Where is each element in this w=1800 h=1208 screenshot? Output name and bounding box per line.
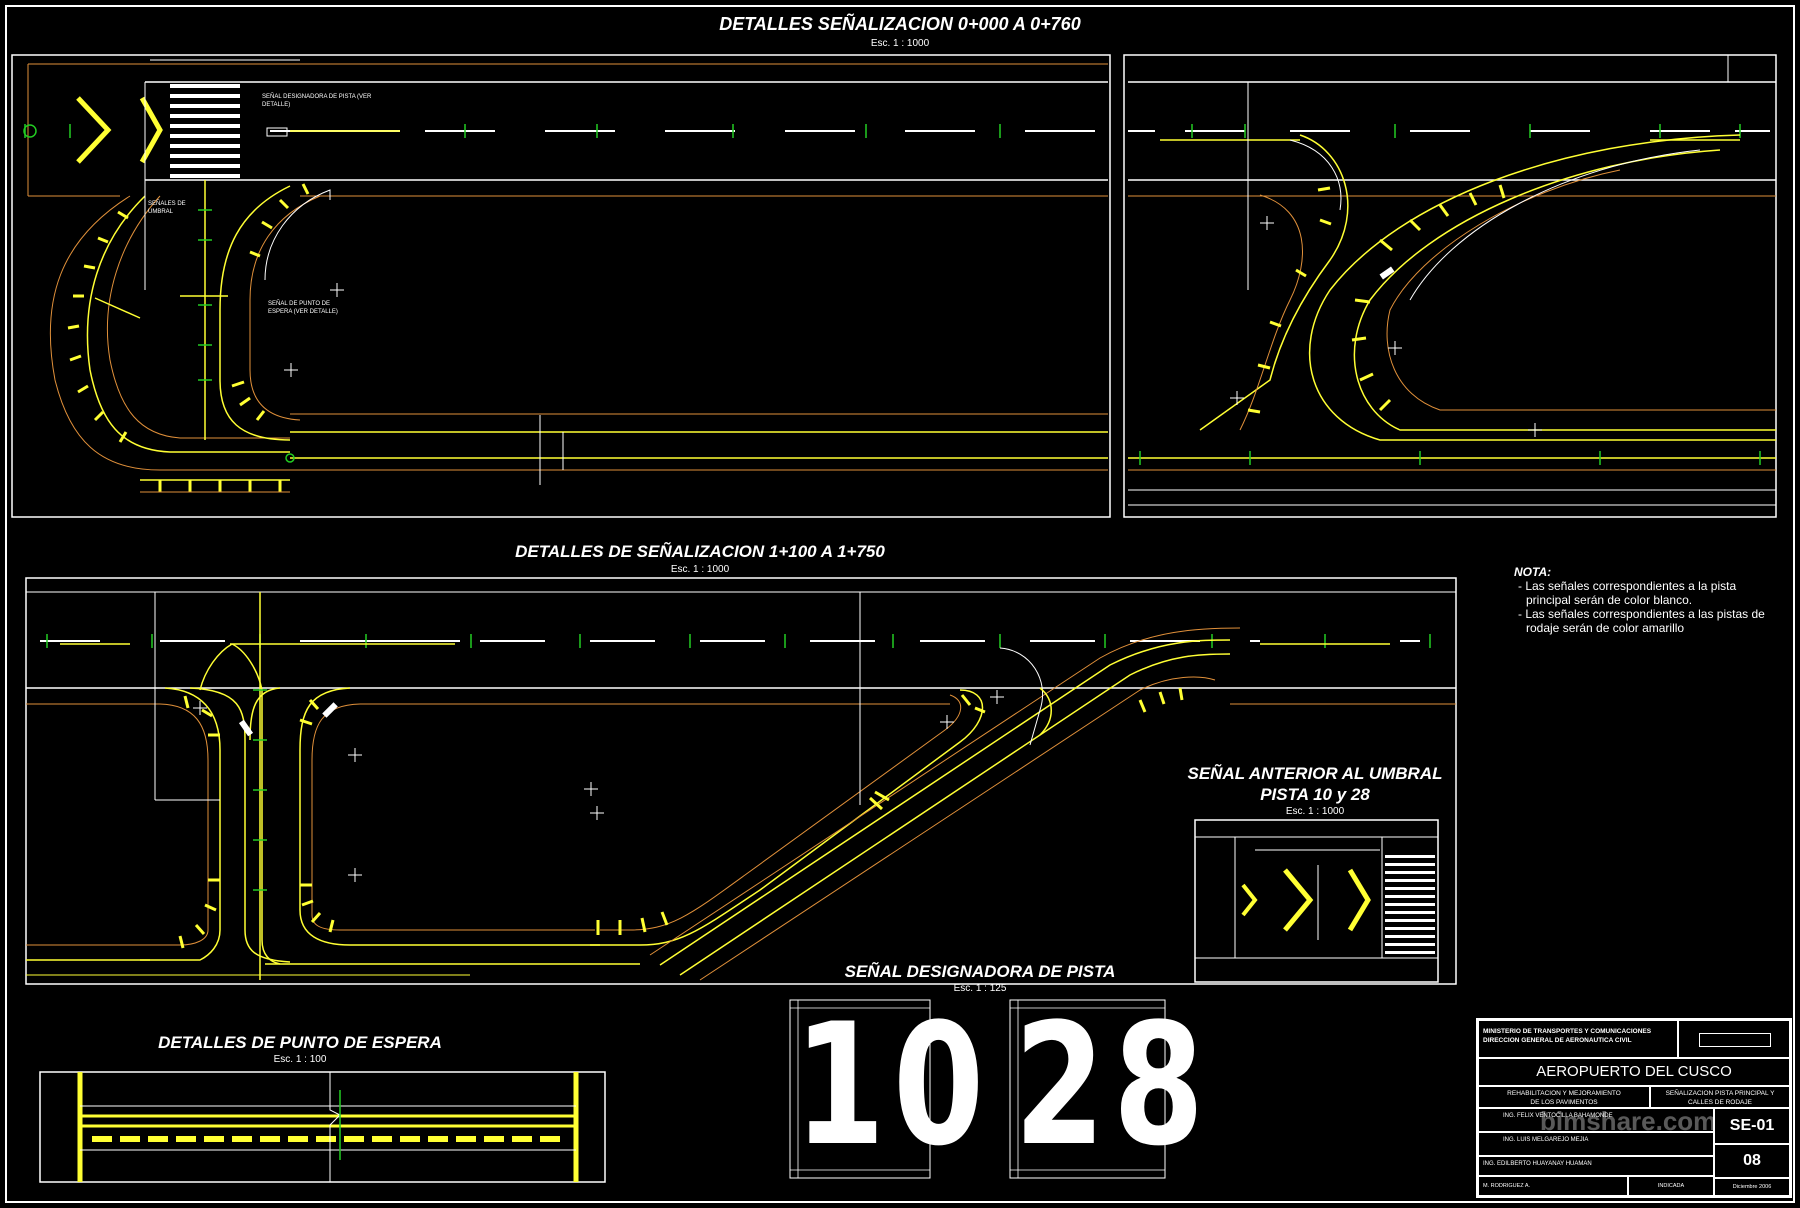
logo-cell: [1678, 1020, 1790, 1058]
drawn-by-cell: M. RODRIGUEZ A.: [1478, 1176, 1628, 1196]
threshold-detail-panel: [1194, 819, 1439, 983]
note-line-2: - Las señales correspondientes a las pis…: [1518, 607, 1765, 635]
runway-designator-28: 28: [1014, 987, 1212, 1183]
sheet-number-cell: 08: [1714, 1144, 1790, 1178]
holding-annotation: SEÑAL DE PUNTO DE ESPERA (VER DETALLE): [268, 301, 338, 315]
engineer1-cell: ING. FELIX VENTOCILLA BAHAMONDE: [1478, 1108, 1714, 1132]
runway-designator-10: 10: [794, 987, 992, 1183]
designator-annotation: SEÑAL DESIGNADORA DE PISTA (VER DETALLE): [262, 94, 372, 108]
ministry-line2: DIRECCION GENERAL DE AERONAUTICA CIVIL: [1483, 1037, 1632, 1044]
note-title: NOTA:: [1514, 565, 1552, 579]
engineer2-cell: ING. LUIS MELGAREJO MEJIA: [1478, 1132, 1714, 1156]
date-cell: Diciembre 2006: [1714, 1178, 1790, 1196]
designator-scale: Esc. 1 : 125: [953, 983, 1007, 994]
designator-frames: [789, 999, 1166, 1179]
section2-panel: [25, 577, 1457, 985]
section1-title: DETALLES SEÑALIZACION 0+000 A 0+760: [719, 14, 1081, 34]
ministry-cell: MINISTERIO DE TRANSPORTES Y COMUNICACION…: [1478, 1020, 1678, 1058]
section1-right-panel: [1123, 54, 1777, 518]
sheet-title-line2: CALLES DE RODAJE: [1688, 1099, 1752, 1106]
holding-title: DETALLES DE PUNTO DE ESPERA: [158, 1033, 442, 1052]
logo-box: [1699, 1033, 1771, 1047]
section1-left-panel: [11, 54, 1111, 518]
note-line-1: - Las señales correspondientes a la pist…: [1518, 579, 1737, 607]
threshold-scale: Esc. 1 : 1000: [1285, 806, 1345, 817]
sheet-title-cell: SEÑALIZACION PISTA PRINCIPAL Y CALLES DE…: [1650, 1086, 1790, 1108]
sheet-frame: [5, 5, 1795, 1203]
holding-scale: Esc. 1 : 100: [273, 1054, 327, 1065]
project-cell: AEROPUERTO DEL CUSCO: [1478, 1058, 1790, 1086]
general-note: NOTA: - Las señales correspondientes a l…: [1514, 565, 1784, 635]
threshold-title-line1: SEÑAL ANTERIOR AL UMBRAL: [1187, 764, 1443, 783]
threshold-title-line2: PISTA 10 y 28: [1260, 785, 1370, 804]
section2-title: DETALLES DE SEÑALIZACION 1+100 A 1+750: [515, 542, 885, 561]
section1-scale: Esc. 1 : 1000: [870, 38, 930, 49]
work-line1: REHABILITACION Y MEJORAMIENTO: [1507, 1090, 1621, 1097]
designator-title: SEÑAL DESIGNADORA DE PISTA: [844, 962, 1116, 981]
holding-point-detail: [39, 1071, 606, 1183]
scale-cell: INDICADA: [1628, 1176, 1714, 1196]
ministry-line1: MINISTERIO DE TRANSPORTES Y COMUNICACION…: [1483, 1028, 1652, 1035]
section2-scale: Esc. 1 : 1000: [670, 564, 730, 575]
work-line2: DE LOS PAVIMENTOS: [1530, 1099, 1598, 1106]
sheet-code-cell: SE-01: [1714, 1108, 1790, 1144]
work-cell: REHABILITACION Y MEJORAMIENTO DE LOS PAV…: [1478, 1086, 1650, 1108]
threshold-annotation: SEÑALES DE UMBRAL: [148, 201, 186, 215]
title-block: MINISTERIO DE TRANSPORTES Y COMUNICACION…: [1476, 1018, 1792, 1198]
watermark: bimshare.com: [1540, 1106, 1717, 1136]
sheet-title-line1: SEÑALIZACION PISTA PRINCIPAL Y: [1665, 1090, 1775, 1097]
engineer3-cell: ING. EDILBERTO HUAYANAY HUAMAN: [1478, 1156, 1714, 1176]
